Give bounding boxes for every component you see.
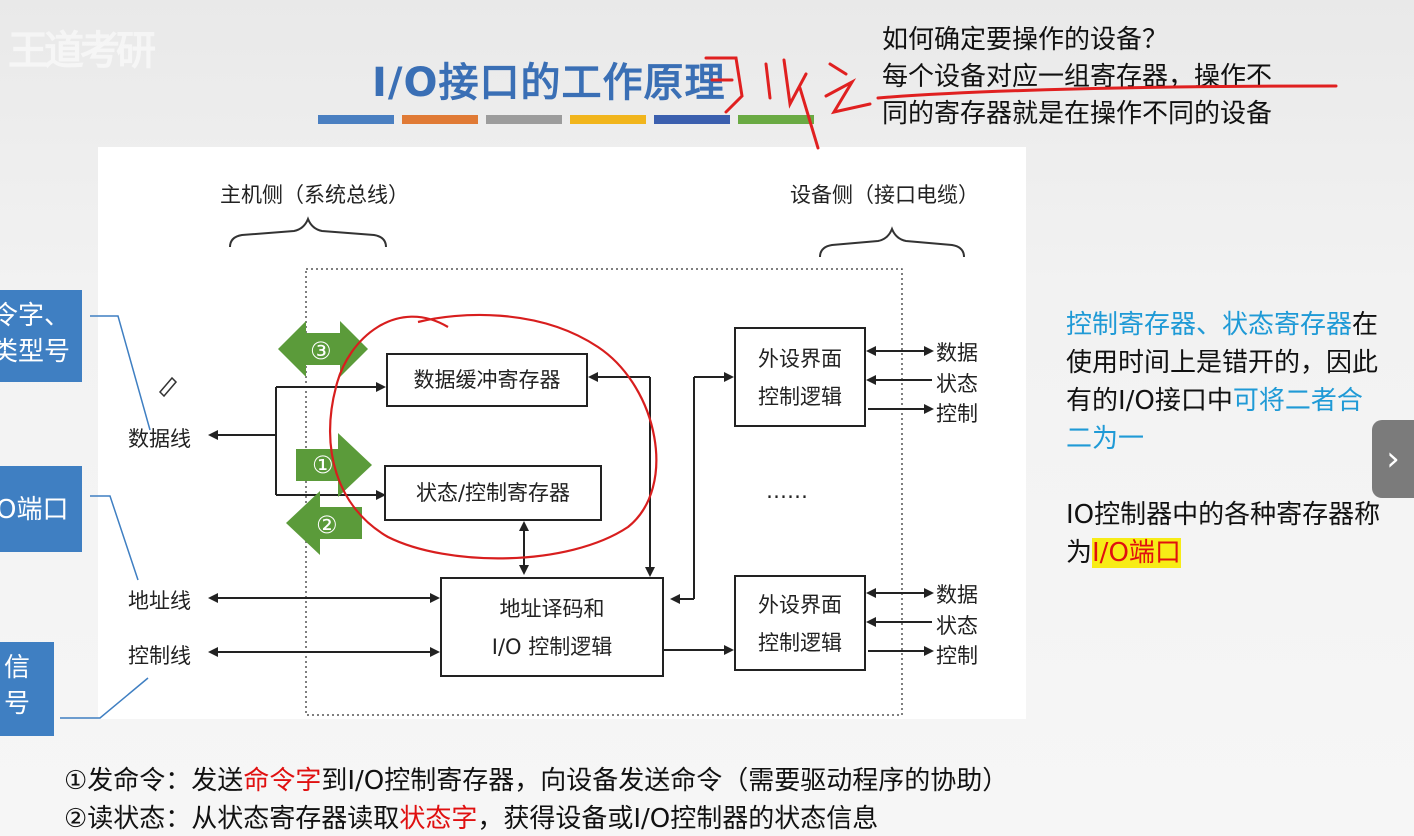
bottom-line-1: ①发命令：发送命令字到I/O控制寄存器，向设备发送命令（需要驱动程序的协助） <box>64 760 1008 797</box>
watermark-logo: 王道考研 <box>8 28 156 74</box>
status-control-register: 状态/控制寄存器 <box>384 465 602 521</box>
step-1-label: ① <box>312 451 334 479</box>
stripe-6 <box>738 115 814 124</box>
status-control-register-label: 状态/控制寄存器 <box>415 481 571 505</box>
interface-boundary <box>305 268 903 716</box>
right-note-1-mid: 在使用时间上是错开的，因此有的I/O接口中 <box>1066 310 1379 416</box>
right-notes: 控制寄存器、状态寄存器在使用时间上是错开的，因此有的I/O接口中可将二者合二为一… <box>1066 306 1386 572</box>
handwritten-annotation <box>704 56 1338 150</box>
left-note-3-line-1: 信 <box>4 653 31 683</box>
left-note-box-3: 信 号 <box>0 642 54 736</box>
upper-data-signal: 数据 <box>936 341 978 365</box>
left-note-1-line-1: 令字、 <box>0 301 71 331</box>
slide-title: I/O接口的工作原理 <box>372 60 726 106</box>
upper-control-signal: 控制 <box>936 402 978 426</box>
bottom-line-2: ②读状态：从状态寄存器读取状态字，获得设备或I/O控制器的状态信息 <box>64 798 878 835</box>
right-note-1-blue-2: 可将二者合二为一 <box>1066 386 1363 454</box>
question-line-3: 同的寄存器就是在操作不同的设备 <box>882 99 1273 129</box>
stripe-4 <box>570 115 646 124</box>
status-word-red: 状态字 <box>399 804 478 834</box>
right-note-1-blue: 控制寄存器、状态寄存器 <box>1066 310 1353 340</box>
handdrawn-red-circle <box>329 313 658 560</box>
lower-data-signal: 数据 <box>936 583 978 607</box>
bottom-line-2-b: ，获得设备或I/O控制器的状态信息 <box>477 804 879 834</box>
right-note-paragraph-1: 控制寄存器、状态寄存器在使用时间上是错开的，因此有的I/O接口中可将二者合二为一 <box>1066 306 1386 458</box>
device-side-label: 设备侧（接口电缆） <box>790 183 979 207</box>
address-decode-logic: 地址译码和 I/O 控制逻辑 <box>440 577 664 677</box>
address-line-label: 地址线 <box>128 589 191 613</box>
periph-lower-line-1: 外设界面 <box>758 593 842 617</box>
step-2-arrow <box>286 491 362 555</box>
stripe-2 <box>402 115 478 124</box>
control-line-label: 控制线 <box>128 644 191 668</box>
right-note-2-text: IO控制器中的各种寄存器称为 <box>1066 500 1381 568</box>
device-side-brace <box>819 226 965 258</box>
left-note-2-text: O端口 <box>0 495 69 525</box>
chevron-right-icon: › <box>1386 439 1400 479</box>
address-decode-line-2: I/O 控制逻辑 <box>491 635 613 659</box>
periph-upper-line-1: 外设界面 <box>758 347 842 371</box>
stripe-3 <box>486 115 562 124</box>
question-line-1: 如何确定要操作的设备？ <box>882 25 1169 55</box>
next-slide-button[interactable]: › <box>1372 420 1414 498</box>
data-buffer-register-label: 数据缓冲寄存器 <box>413 368 561 392</box>
bottom-line-1-a: ①发命令：发送 <box>64 766 244 796</box>
left-note-1-line-2: 类型号 <box>0 337 71 367</box>
bottom-line-1-b: 到I/O控制寄存器，向设备发送命令（需要驱动程序的协助） <box>321 766 1009 796</box>
diagram-svg <box>208 216 965 716</box>
periph-lower-line-2: 控制逻辑 <box>758 631 842 655</box>
left-note-3-line-2: 号 <box>4 689 31 719</box>
io-port-highlight: I/O端口 <box>1092 538 1181 568</box>
lower-status-signal: 状态 <box>936 614 978 638</box>
upper-status-signal: 状态 <box>936 372 978 396</box>
peripheral-control-logic-lower: 外设界面 控制逻辑 <box>734 575 866 671</box>
step-2-label: ② <box>316 511 338 539</box>
host-side-label: 主机侧（系统总线） <box>220 183 409 207</box>
left-note-box-2: O端口 <box>0 466 82 552</box>
peripheral-control-logic-upper: 外设界面 控制逻辑 <box>734 327 866 427</box>
left-note-box-1: 令字、 类型号 <box>0 290 82 382</box>
address-decode-line-1: 地址译码和 <box>499 597 605 621</box>
lower-control-signal: 控制 <box>936 644 978 668</box>
data-line-label: 数据线 <box>128 427 191 451</box>
stripe-5 <box>654 115 730 124</box>
more-devices-ellipsis: …… <box>766 479 808 503</box>
io-interface-diagram: 主机侧（系统总线） 设备侧（接口电缆） 数据线 地址线 控制线 数据缓冲寄存器 … <box>98 147 1026 719</box>
step-3-label: ③ <box>310 337 332 365</box>
stripe-1 <box>318 115 394 124</box>
bottom-line-2-a: ②读状态：从状态寄存器读取 <box>64 804 400 834</box>
periph-upper-line-2: 控制逻辑 <box>758 385 842 409</box>
host-side-brace <box>229 216 387 248</box>
data-buffer-register: 数据缓冲寄存器 <box>386 353 588 407</box>
title-underline-stripes <box>318 115 818 125</box>
pen-cursor-icon <box>158 376 178 398</box>
right-note-paragraph-2: IO控制器中的各种寄存器称为I/O端口 <box>1066 496 1386 572</box>
command-word-red: 命令字 <box>243 766 322 796</box>
